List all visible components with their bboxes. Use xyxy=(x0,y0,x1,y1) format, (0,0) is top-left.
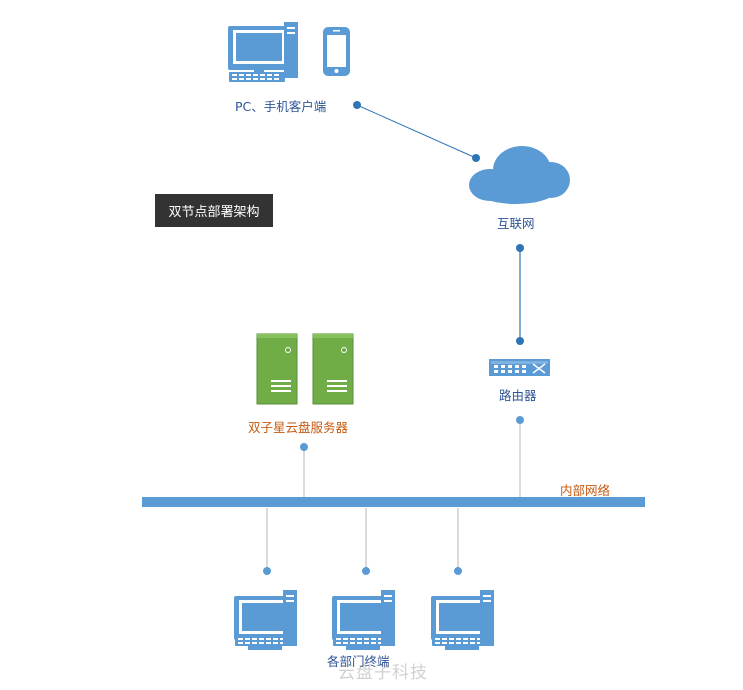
watermark: 云盘子科技 xyxy=(338,663,428,683)
internet-label: 互联网 xyxy=(497,216,535,231)
departments-label: 各部门终端 xyxy=(327,654,390,669)
department-pc-1-icon xyxy=(234,590,297,650)
connector-dot xyxy=(353,101,361,109)
cloud-icon xyxy=(469,146,570,204)
link-clients-internet xyxy=(356,104,477,159)
diagram-title: 双节点部署架构 xyxy=(155,194,273,227)
department-pc-3-icon xyxy=(431,590,494,650)
connector-dot xyxy=(516,337,524,345)
connector-dot xyxy=(454,567,462,575)
connector-dot xyxy=(472,154,480,162)
connector-dot xyxy=(263,567,271,575)
connector-dot xyxy=(516,416,524,424)
desktop-computer-icon xyxy=(228,22,298,82)
router-icon xyxy=(489,359,550,376)
clients-label: PC、手机客户端 xyxy=(235,99,327,114)
connector-dot xyxy=(300,443,308,451)
mobile-phone-icon xyxy=(323,27,350,76)
connector-dot xyxy=(362,567,370,575)
network-label: 内部网络 xyxy=(560,483,611,498)
server-label: 双子星云盘服务器 xyxy=(248,420,349,435)
department-pc-2-icon xyxy=(332,590,395,650)
server-icon xyxy=(256,333,354,405)
router-label: 路由器 xyxy=(499,388,537,403)
connector-dot xyxy=(516,244,524,252)
internal-network-bar xyxy=(142,497,645,507)
